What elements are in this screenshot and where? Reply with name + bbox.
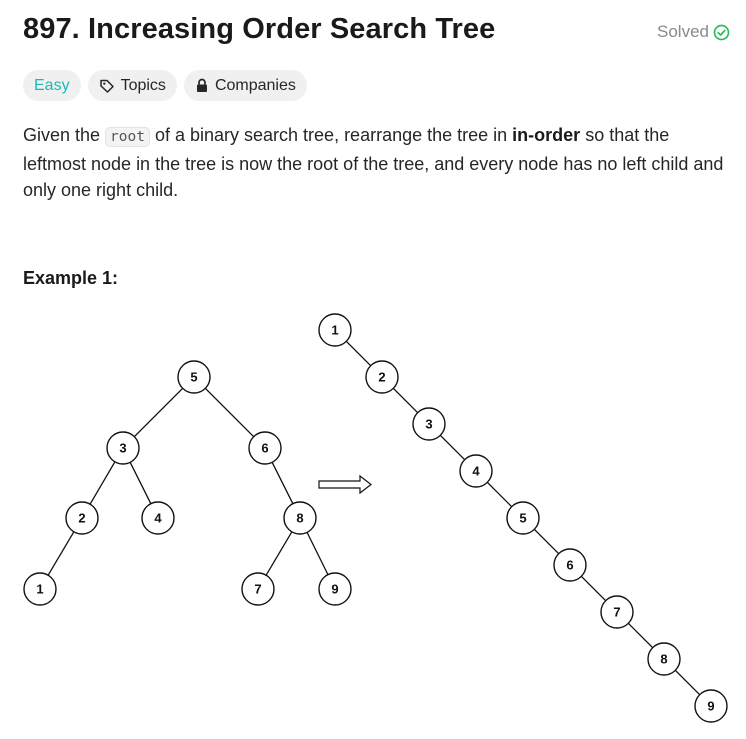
problem-title: 897. Increasing Order Search Tree — [23, 13, 496, 45]
input-node-8: 8 — [283, 501, 317, 535]
output-edge-1-2 — [345, 340, 372, 367]
topics-button[interactable]: Topics — [87, 70, 177, 101]
input-node-8-label: 8 — [296, 511, 303, 526]
input-node-5-label: 5 — [190, 370, 197, 385]
desc-bold-inorder: in-order — [512, 125, 581, 145]
output-edge-3-4 — [439, 434, 466, 461]
input-node-7: 7 — [241, 572, 275, 606]
desc-text-2: of a binary search tree, rearrange the t… — [149, 125, 513, 145]
input-node-1-label: 1 — [36, 582, 43, 597]
desc-text-1: Given the — [23, 125, 106, 145]
input-node-3-label: 3 — [119, 441, 126, 456]
input-edge-3-2 — [89, 461, 116, 505]
output-node-2: 2 — [365, 360, 399, 394]
lock-icon — [196, 78, 207, 92]
code-root: root — [105, 127, 150, 147]
companies-label: Companies — [214, 76, 296, 94]
difficulty-badge: Easy — [23, 70, 81, 101]
output-node-7: 7 — [600, 595, 634, 629]
output-edge-7-8 — [627, 622, 654, 649]
output-node-2-label: 2 — [378, 370, 385, 385]
check-circle-icon — [713, 24, 730, 40]
output-node-4: 4 — [459, 454, 493, 488]
output-edge-4-5 — [486, 481, 513, 508]
output-node-3: 3 — [412, 407, 446, 441]
input-node-3: 3 — [106, 431, 140, 465]
input-edge-6-8 — [271, 462, 294, 504]
tag-icon — [99, 79, 114, 93]
difficulty-label: Easy — [34, 76, 70, 94]
solved-status: Solved — [657, 22, 730, 42]
companies-button[interactable]: Companies — [183, 70, 307, 101]
output-node-3-label: 3 — [425, 417, 432, 432]
output-node-8: 8 — [647, 642, 681, 676]
input-node-6-label: 6 — [261, 441, 268, 456]
problem-description: Given the root of a binary search tree, … — [23, 122, 728, 204]
desc-text-3: so that the leftmost node in the tree is… — [23, 125, 724, 200]
input-node-7-label: 7 — [254, 582, 261, 597]
input-node-4: 4 — [141, 501, 175, 535]
input-node-4-label: 4 — [154, 511, 162, 526]
input-node-5: 5 — [177, 360, 211, 394]
output-node-7-label: 7 — [613, 605, 620, 620]
input-edge-2-1 — [47, 531, 75, 576]
input-node-9: 9 — [318, 572, 352, 606]
output-node-5-label: 5 — [519, 511, 526, 526]
input-edge-8-9 — [306, 532, 329, 575]
input-node-2: 2 — [65, 501, 99, 535]
input-edge-5-3 — [133, 387, 184, 438]
output-edge-5-6 — [533, 528, 560, 555]
tag-bar: Easy Topics Companies — [23, 70, 307, 101]
topics-label: Topics — [120, 76, 166, 94]
example-heading: Example 1: — [23, 268, 119, 288]
output-edge-6-7 — [580, 575, 607, 602]
input-edge-5-6 — [204, 387, 255, 438]
input-node-9-label: 9 — [331, 582, 338, 597]
output-node-1-label: 1 — [331, 323, 338, 338]
transform-arrow-icon — [318, 474, 372, 495]
output-edge-2-3 — [392, 387, 419, 414]
output-node-1: 1 — [318, 313, 352, 347]
input-node-1: 1 — [23, 572, 57, 606]
output-node-6-label: 6 — [566, 558, 573, 573]
input-edge-3-4 — [129, 462, 152, 504]
input-node-2-label: 2 — [78, 511, 85, 526]
output-node-9-label: 9 — [707, 699, 714, 714]
input-node-6: 6 — [248, 431, 282, 465]
output-node-6: 6 — [553, 548, 587, 582]
output-node-9: 9 — [694, 689, 728, 723]
solved-label: Solved — [657, 22, 709, 41]
output-edge-8-9 — [674, 669, 701, 696]
output-node-5: 5 — [506, 501, 540, 535]
output-node-4-label: 4 — [472, 464, 480, 479]
output-node-8-label: 8 — [660, 652, 667, 667]
input-edge-8-7 — [265, 531, 293, 576]
